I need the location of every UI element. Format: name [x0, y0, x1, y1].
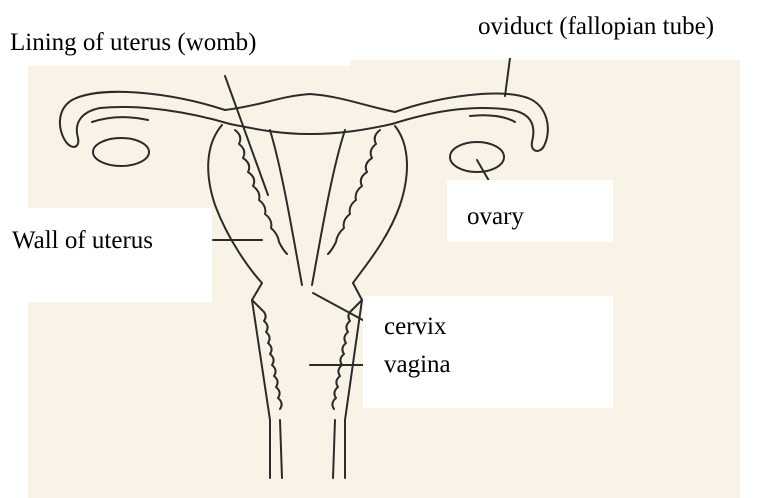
oviduct-label: oviduct (fallopian tube): [478, 14, 714, 39]
wall-label: Wall of uterus: [12, 228, 153, 253]
vagina-label: vagina: [384, 352, 451, 377]
cervix-label: cervix: [384, 314, 446, 339]
lining-label: Lining of uterus (womb): [10, 30, 256, 55]
ovary-label: ovary: [467, 204, 524, 229]
wall-label-box: [0, 208, 212, 302]
